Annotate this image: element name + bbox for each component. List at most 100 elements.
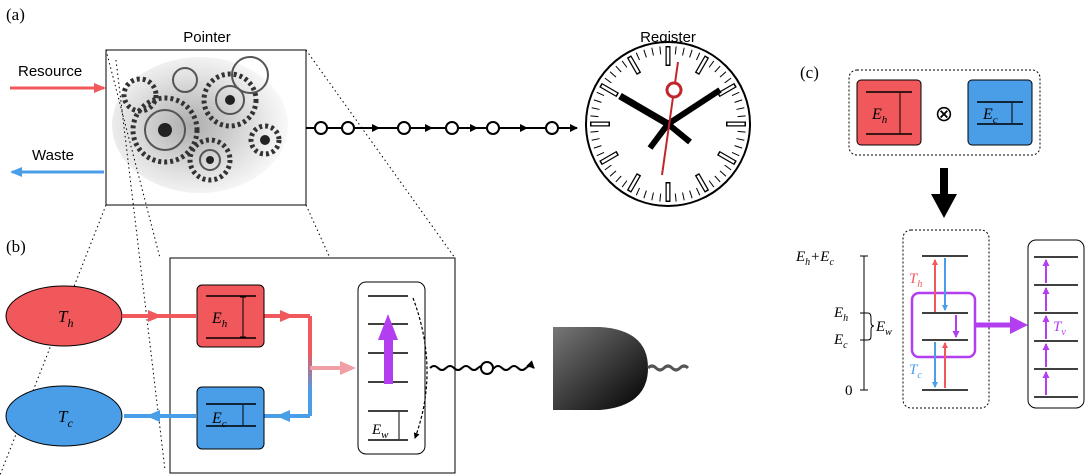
clock-minute-tick [736,107,745,110]
tc-label: Tc [909,362,922,381]
pointer-gears-image [105,49,307,206]
cold-bath-label: Tc [58,407,73,430]
clock-minute-tick [736,138,745,141]
cold-qubit-box [196,386,265,450]
pointer-label: Pointer [183,29,231,46]
down-arrow-head [931,194,957,218]
clock-minute-tick [674,46,677,55]
hot-flow-arrow-1 [148,310,162,322]
clock-minute-tick [731,152,740,157]
clock-hour-tick-inner [601,152,618,164]
clock-minute-tick [591,138,600,141]
panel-c-label: (c) [800,63,819,82]
register-clock [585,41,751,207]
ladder-gap-label: Ew [371,422,389,441]
joint-levels [922,255,968,391]
clock-minute-tick [609,170,617,177]
clock-minute-tick [714,175,721,183]
clock-minute-tick [635,52,640,61]
clock-minute-tick [682,192,685,201]
clock-hour-tick-inner [718,152,735,164]
hot-bath-label: Th [58,307,73,330]
clock-hour-tick-inner [628,174,640,191]
clock-minute-tick [696,52,701,61]
clock-minute-tick [651,47,654,56]
virtual-ladder-levels [1034,256,1078,398]
detector-shape [553,327,648,410]
cold-qubit-label: Ec [211,410,227,430]
clock-minute-tick [590,115,599,118]
clock-minute-tick [731,91,740,96]
clock-minute-tick [719,170,727,177]
clock-minute-tick [615,175,622,183]
cold-flow-arrow-2 [146,410,160,422]
waste-label: Waste [32,147,74,164]
clock-minute-tick [591,107,600,110]
clock-minute-tick [604,77,612,84]
axis-label-top: Eh+Ec [795,249,834,268]
clock-minute-tick [708,180,715,188]
clock-minute-tick [708,60,715,68]
ladder-dashed-arc [412,297,428,439]
panel-b-label: (b) [6,237,26,256]
clock-minute-tick [596,91,605,96]
clock-minute-tick [643,49,647,58]
hot-qubit-box [196,284,265,348]
clock-minute-tick [635,187,640,196]
register-label: Register [640,29,696,46]
tv-label: Tv [1053,319,1066,338]
virtual-qubit-box [910,291,977,359]
ew-label: Ew [875,319,892,338]
resource-label: Resource [18,63,82,80]
clock-hour-tick-inner [718,84,735,96]
c-cold-qubit-box [967,79,1033,146]
clock-minute-tick [604,164,612,171]
th-label: Th [909,271,922,290]
clock-minute-tick [719,71,727,78]
clock-minute-tick [651,192,654,201]
clock-minute-tick [724,77,732,84]
cold-bath [5,385,123,447]
joint-levels-box [902,229,990,409]
clock-minute-tick [596,152,605,157]
merge-arrow [340,361,356,375]
tensor-symbol: ⊗ [935,101,953,126]
signal-mid-arrows [372,124,528,132]
ladder-up-arrow-shaft [384,338,393,384]
panel-a-label: (a) [6,5,25,24]
clock-minute-tick [590,130,599,133]
clock-minute-tick [737,115,746,118]
ladder-up-arrow-head [378,314,398,340]
clock-hour-tick-inner [696,57,708,74]
clock-hour-tick-inner [696,174,708,191]
clock-minute-tick [696,187,701,196]
axis-label-zero: 0 [845,383,853,399]
wave-tick [480,361,494,375]
c-hot-qubit-box [856,79,922,146]
clock-minute-tick [609,71,617,78]
hot-qubit-label: Eh [211,310,228,330]
clock-minute-tick [682,47,685,56]
clock-minute-tick [714,65,721,73]
clock-minute-tick [689,49,693,58]
clock-minute-tick [615,65,622,73]
c-hot-qubit-label: Eh [871,106,888,126]
clock-minute-tick [659,46,662,55]
clock-minute-tick [689,190,693,199]
clock-minute-tick [724,164,732,171]
clock-minute-tick [734,145,743,149]
detector-output-wave [646,364,690,372]
clock-minute-tick [674,193,677,202]
cold-flow-arrow-1 [276,410,290,422]
axis-label-eh: Eh [833,305,848,324]
down-arrow-shaft [940,168,948,194]
virtual-ladder-box [1027,239,1085,409]
clock-hour-tick-inner [601,84,618,96]
ew-brace [867,312,875,341]
clock-minute-tick [593,145,602,149]
c-cold-qubit-label: Ec [982,106,998,126]
clock-minute-tick [659,193,662,202]
clock-hour-tick-inner [628,57,640,74]
clock-minute-tick [643,190,647,199]
